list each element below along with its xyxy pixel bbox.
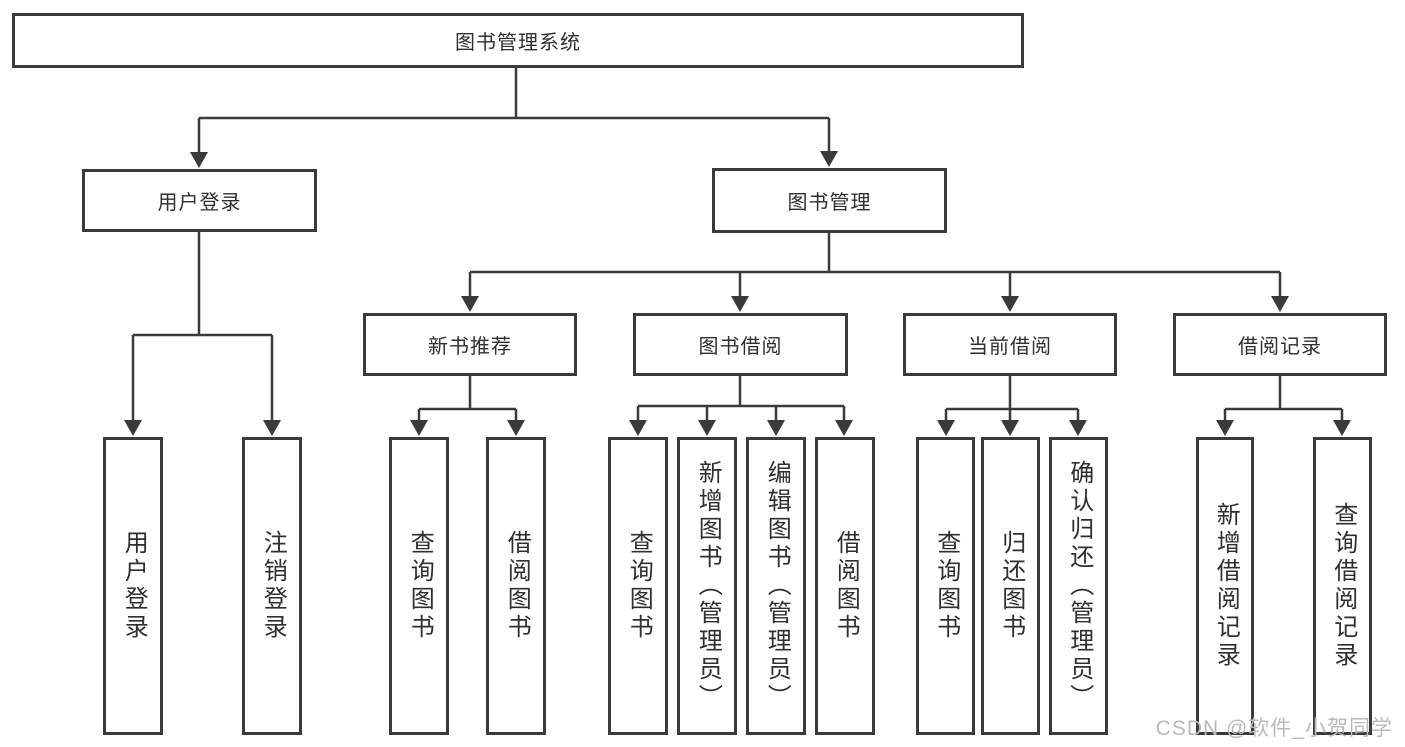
leaf-query-books-label: 查询图书 xyxy=(932,530,960,642)
node-root-label: 图书管理系统 xyxy=(455,32,581,54)
leaf-query-books-label: 查询图书 xyxy=(625,530,653,642)
node-user-login-label: 用户登录 xyxy=(157,192,242,214)
leaf-add-book-admin: 新增图书（管理员） xyxy=(677,437,737,735)
node-book-borrow: 图书借阅 xyxy=(633,313,848,376)
leaf-add-borrow-record-label: 新增借阅记录 xyxy=(1212,502,1240,670)
node-new-book-recommend: 新书推荐 xyxy=(363,313,577,376)
leaf-edit-book-admin-label: 编辑图书（管理员） xyxy=(763,460,791,712)
leaf-query-books: 查询图书 xyxy=(916,437,975,735)
leaf-confirm-return-admin: 确认归还（管理员） xyxy=(1049,437,1108,735)
node-current-borrow-label: 当前借阅 xyxy=(968,336,1052,358)
node-current-borrow: 当前借阅 xyxy=(903,313,1117,376)
leaf-query-books: 查询图书 xyxy=(389,437,449,735)
node-borrow-records-label: 借阅记录 xyxy=(1238,336,1322,358)
node-user-login: 用户登录 xyxy=(82,169,317,232)
node-borrow-records: 借阅记录 xyxy=(1173,313,1387,376)
leaf-borrow-books: 借阅图书 xyxy=(486,437,546,735)
node-book-borrow-label: 图书借阅 xyxy=(698,336,783,358)
leaf-query-books: 查询图书 xyxy=(608,437,668,735)
leaf-confirm-return-admin-label: 确认归还（管理员） xyxy=(1065,460,1093,712)
leaf-user-login: 用户登录 xyxy=(103,437,163,735)
leaf-query-borrow-record: 查询借阅记录 xyxy=(1313,437,1372,735)
leaf-borrow-books-label: 借阅图书 xyxy=(503,530,531,642)
leaf-edit-book-admin: 编辑图书（管理员） xyxy=(746,437,806,735)
leaf-logout-label: 注销登录 xyxy=(259,530,287,642)
leaf-user-login-label: 用户登录 xyxy=(120,530,148,642)
csdn-watermark: CSDN @软件_小贺同学 xyxy=(1155,717,1393,740)
node-root: 图书管理系统 xyxy=(12,13,1024,68)
node-book-management-label: 图书管理 xyxy=(787,192,872,214)
node-new-book-recommend-label: 新书推荐 xyxy=(428,336,512,358)
leaf-borrow-books: 借阅图书 xyxy=(815,437,875,735)
node-book-management: 图书管理 xyxy=(712,168,947,233)
leaf-query-borrow-record-label: 查询借阅记录 xyxy=(1329,502,1357,670)
leaf-borrow-books-label: 借阅图书 xyxy=(832,530,860,642)
leaf-return-books: 归还图书 xyxy=(981,437,1040,735)
leaf-logout: 注销登录 xyxy=(242,437,302,735)
leaf-add-book-admin-label: 新增图书（管理员） xyxy=(694,460,722,712)
leaf-query-books-label: 查询图书 xyxy=(406,530,434,642)
leaf-add-borrow-record: 新增借阅记录 xyxy=(1196,437,1254,735)
leaf-return-books-label: 归还图书 xyxy=(997,530,1025,642)
